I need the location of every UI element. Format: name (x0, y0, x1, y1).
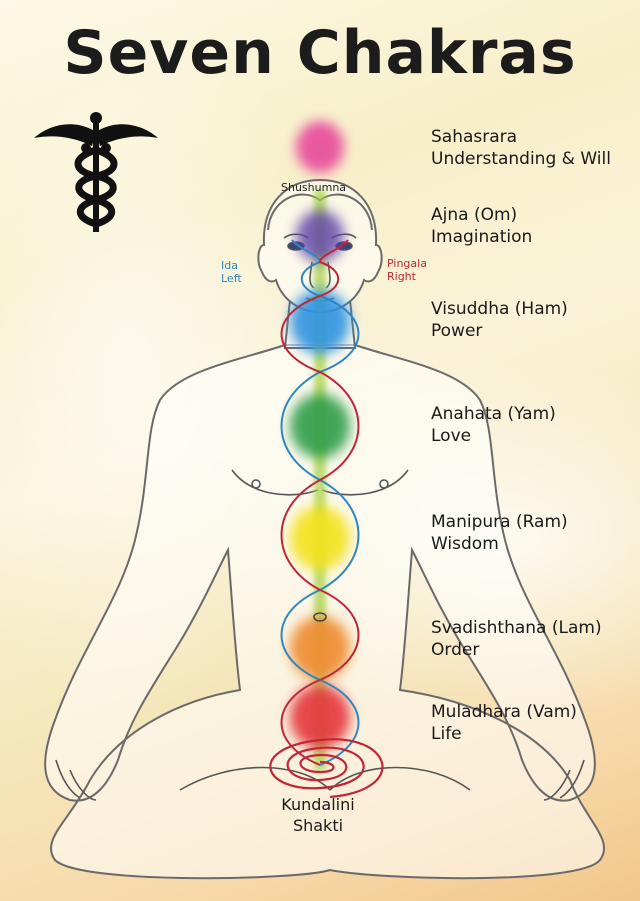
chakra-glow-svadishthana (290, 616, 350, 680)
chakra-label-muladhara: Muladhara (Vam)Life (431, 702, 577, 744)
chakra-label-visuddha: Visuddha (Ham)Power (431, 299, 568, 341)
kundalini-spiral (269, 738, 384, 799)
page-title: Seven Chakras (63, 18, 577, 88)
chakra-label-anahata: Anahata (Yam)Love (431, 404, 556, 446)
chakra-glow-anahata (290, 394, 350, 458)
chakra-glow-ajna (296, 210, 344, 262)
shushumna-label: Shushumna (281, 181, 347, 194)
knot-marker (313, 612, 327, 622)
chakra-label-manipura: Manipura (Ram)Wisdom (431, 512, 568, 554)
chakra-glow-manipura (290, 506, 350, 570)
chakra-label-svadishthana: Svadishthana (Lam)Order (431, 618, 602, 660)
ida-channel (280, 239, 360, 766)
pingala-channel (280, 239, 360, 766)
caduceus-icon (34, 112, 158, 232)
chakra-label-ajna: Ajna (Om)Imagination (431, 205, 533, 247)
chakra-glow-sahasrara (296, 121, 344, 173)
chakra-glow-visuddha (290, 290, 350, 354)
chakra-glow-muladhara (290, 685, 350, 749)
